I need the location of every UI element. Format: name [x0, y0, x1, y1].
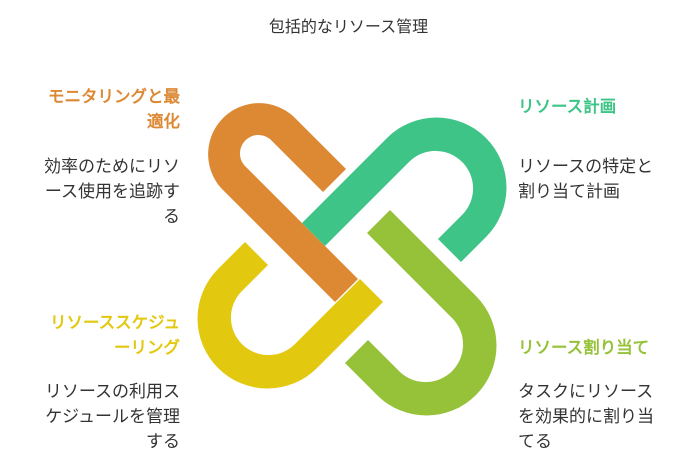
description-line: を効果的に割り当: [518, 407, 654, 427]
heading-line: モニタリングと最: [48, 87, 180, 106]
description-line: する: [146, 432, 180, 452]
allocation-link-shape: [345, 210, 497, 416]
page-title: 包括的なリソース管理: [268, 17, 429, 36]
scheduling-heading: リソーススケジュ ーリング: [50, 310, 180, 360]
monitoring-link-shape: [208, 103, 358, 302]
allocation-description: タスクにリソース を効果的に割り当 てる: [518, 380, 654, 455]
description-line: てる: [518, 432, 552, 452]
description-line: タスクにリソース: [518, 382, 654, 402]
heading-line: リソース割り当て: [518, 338, 650, 357]
description-line: ース使用を追跡す: [44, 182, 180, 202]
heading-line: リソース計画: [518, 97, 617, 116]
heading-line: 適化: [147, 112, 180, 131]
description-line: リソースの利用ス: [44, 382, 180, 402]
description-line: る: [163, 207, 180, 227]
planning-heading: リソース計画: [518, 94, 616, 119]
planning-description: リソースの特定と 割り当て計画: [518, 155, 653, 205]
planning-link-shape: [302, 117, 507, 263]
allocation-heading: リソース割り当て: [518, 335, 649, 360]
description-line: 効率のためにリソ: [44, 157, 180, 177]
scheduling-link-shape: [197, 242, 383, 389]
description-line: リソースの特定と: [518, 157, 654, 177]
monitoring-heading: モニタリングと最 適化: [48, 84, 180, 134]
heading-line: リソーススケジュ: [49, 313, 180, 332]
description-line: ケジュールを管理: [45, 407, 180, 427]
monitoring-description: 効率のためにリソ ース使用を追跡す る: [44, 155, 180, 230]
scheduling-description: リソースの利用ス ケジュールを管理 する: [45, 380, 180, 455]
description-line: 割り当て計画: [518, 182, 620, 202]
heading-line: ーリング: [114, 338, 180, 357]
